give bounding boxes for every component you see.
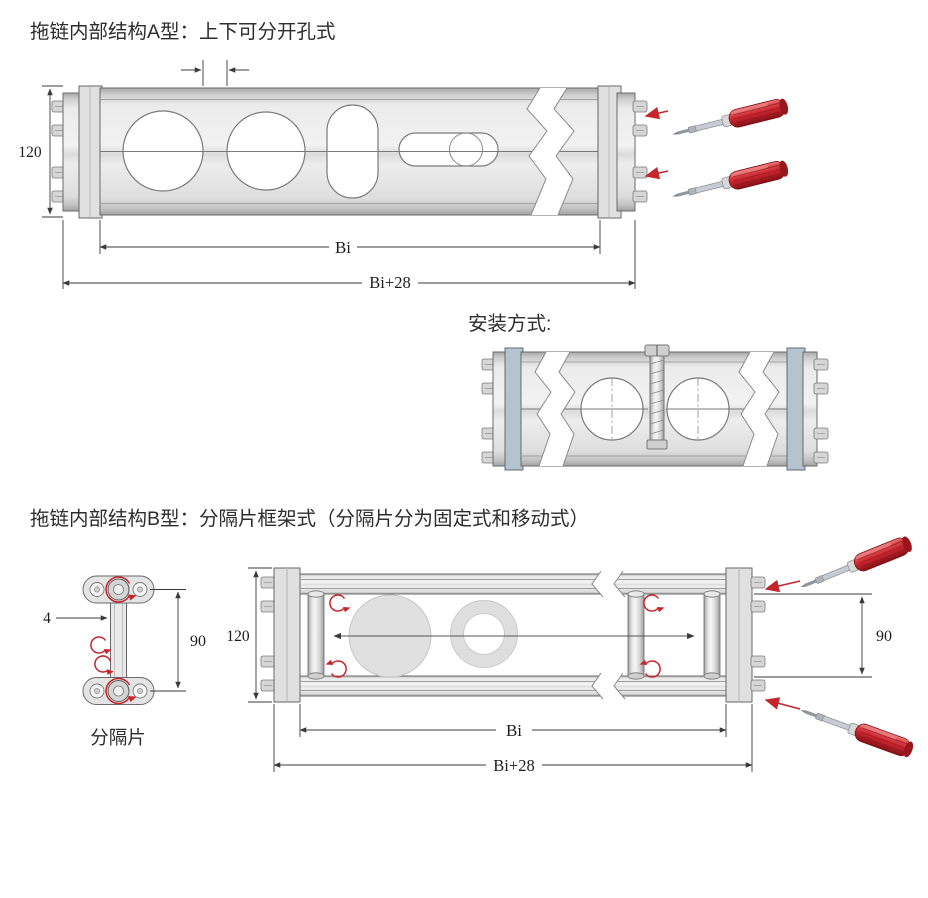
separator-drawing: 4 90 分隔片 xyxy=(43,575,206,748)
zigzag-break-icon xyxy=(534,351,552,467)
red-arrow-icon xyxy=(644,106,669,120)
dim-height-b: 120 xyxy=(226,628,250,645)
section-b-title: 拖链内部结构B型：分隔片框架式（分隔片分为固定式和移动式） xyxy=(30,508,589,530)
top-rail xyxy=(299,573,727,595)
frame-dimensions xyxy=(248,567,872,772)
zigzag-break-icon xyxy=(613,570,626,598)
bolt-tab-icon xyxy=(750,655,766,668)
cable-hole-small xyxy=(449,132,483,167)
zigzag-break-icon xyxy=(613,672,626,700)
bolt-tab-icon xyxy=(750,600,766,613)
red-arrow-icon xyxy=(644,166,669,180)
zigzag-break-icon xyxy=(591,570,604,598)
zigzag-break-icon xyxy=(526,87,548,216)
zigzag-break-icon xyxy=(738,351,756,467)
separator-dimensions xyxy=(56,589,186,692)
dim-thickness: 4 xyxy=(43,610,51,627)
bolt-tab-icon xyxy=(632,124,648,137)
section-a-dimensions xyxy=(42,60,636,289)
bolt-tab-icon xyxy=(632,166,648,179)
bolt-tab-icon xyxy=(260,600,276,613)
bolt-tab-icon xyxy=(750,576,766,589)
zigzag-break-icon xyxy=(762,351,780,467)
dim-height-a: 120 xyxy=(18,144,42,161)
red-arrow-icon xyxy=(764,697,801,710)
bolt-tab-icon xyxy=(750,679,766,692)
separator-flange-bottom xyxy=(82,677,155,705)
threaded-rod xyxy=(649,353,665,443)
bolt-tab-icon xyxy=(260,576,276,589)
screwdriver-icon xyxy=(796,700,916,760)
separator-post xyxy=(627,590,645,680)
rotation-arrow-icon xyxy=(329,594,352,614)
cable-slot-horizontal xyxy=(398,132,499,167)
dim-bi28-a: Bi+28 xyxy=(369,273,410,292)
bolt-tab-icon xyxy=(632,190,648,203)
separator-flange-top xyxy=(82,575,155,604)
left-end-bracket xyxy=(62,92,82,212)
screwdriver-icon xyxy=(669,158,791,206)
zigzag-break-icon xyxy=(553,87,575,216)
bolt-tab-icon xyxy=(260,679,276,692)
right-end-bracket xyxy=(616,92,636,212)
install-drawing xyxy=(481,344,829,471)
install-title: 安装方式: xyxy=(468,313,551,335)
dim-bi-a: Bi xyxy=(335,238,351,257)
dim-inner-height-b: 90 xyxy=(876,628,892,645)
separator-post xyxy=(703,590,721,680)
separator-bar xyxy=(110,601,127,680)
frame-drawing: 120 90 Bi Bi+28 xyxy=(226,533,916,775)
red-arrow-icon xyxy=(764,579,801,593)
rotation-arrow-icon xyxy=(643,594,666,614)
dim-bi28-b: Bi+28 xyxy=(493,756,534,775)
mount-plate-left xyxy=(504,347,524,471)
separator-label: 分隔片 xyxy=(90,727,146,748)
rotation-arrow-icon xyxy=(90,636,113,656)
bolt-tab-icon xyxy=(260,655,276,668)
drag-chain-a-drawing xyxy=(51,85,648,219)
thread-hatching xyxy=(649,359,665,435)
rotation-arrow-icon xyxy=(324,658,347,678)
dim-bi-b: Bi xyxy=(506,721,522,740)
dim-hole-pitch: 90 xyxy=(190,633,206,650)
screw-nut xyxy=(646,439,668,450)
zigzag-break-icon xyxy=(591,672,604,700)
section-a-title: 拖链内部结构A型：上下可分开孔式 xyxy=(30,21,336,43)
bolt-tab-icon xyxy=(813,358,829,371)
right-end-bracket xyxy=(802,351,818,467)
mount-plate-right xyxy=(786,347,806,471)
separator-post xyxy=(307,590,325,680)
break-band xyxy=(527,88,574,215)
bottom-rail xyxy=(299,675,727,697)
bolt-tab-icon xyxy=(813,382,829,395)
bolt-tab-icon xyxy=(813,427,829,440)
screwdriver-icon xyxy=(669,96,791,144)
screwdriver-icon xyxy=(796,533,915,597)
bolt-tab-icon xyxy=(632,100,648,113)
cable-ring-cross-section xyxy=(450,600,518,668)
zigzag-break-icon xyxy=(558,351,576,467)
bolt-tab-icon xyxy=(813,451,829,464)
